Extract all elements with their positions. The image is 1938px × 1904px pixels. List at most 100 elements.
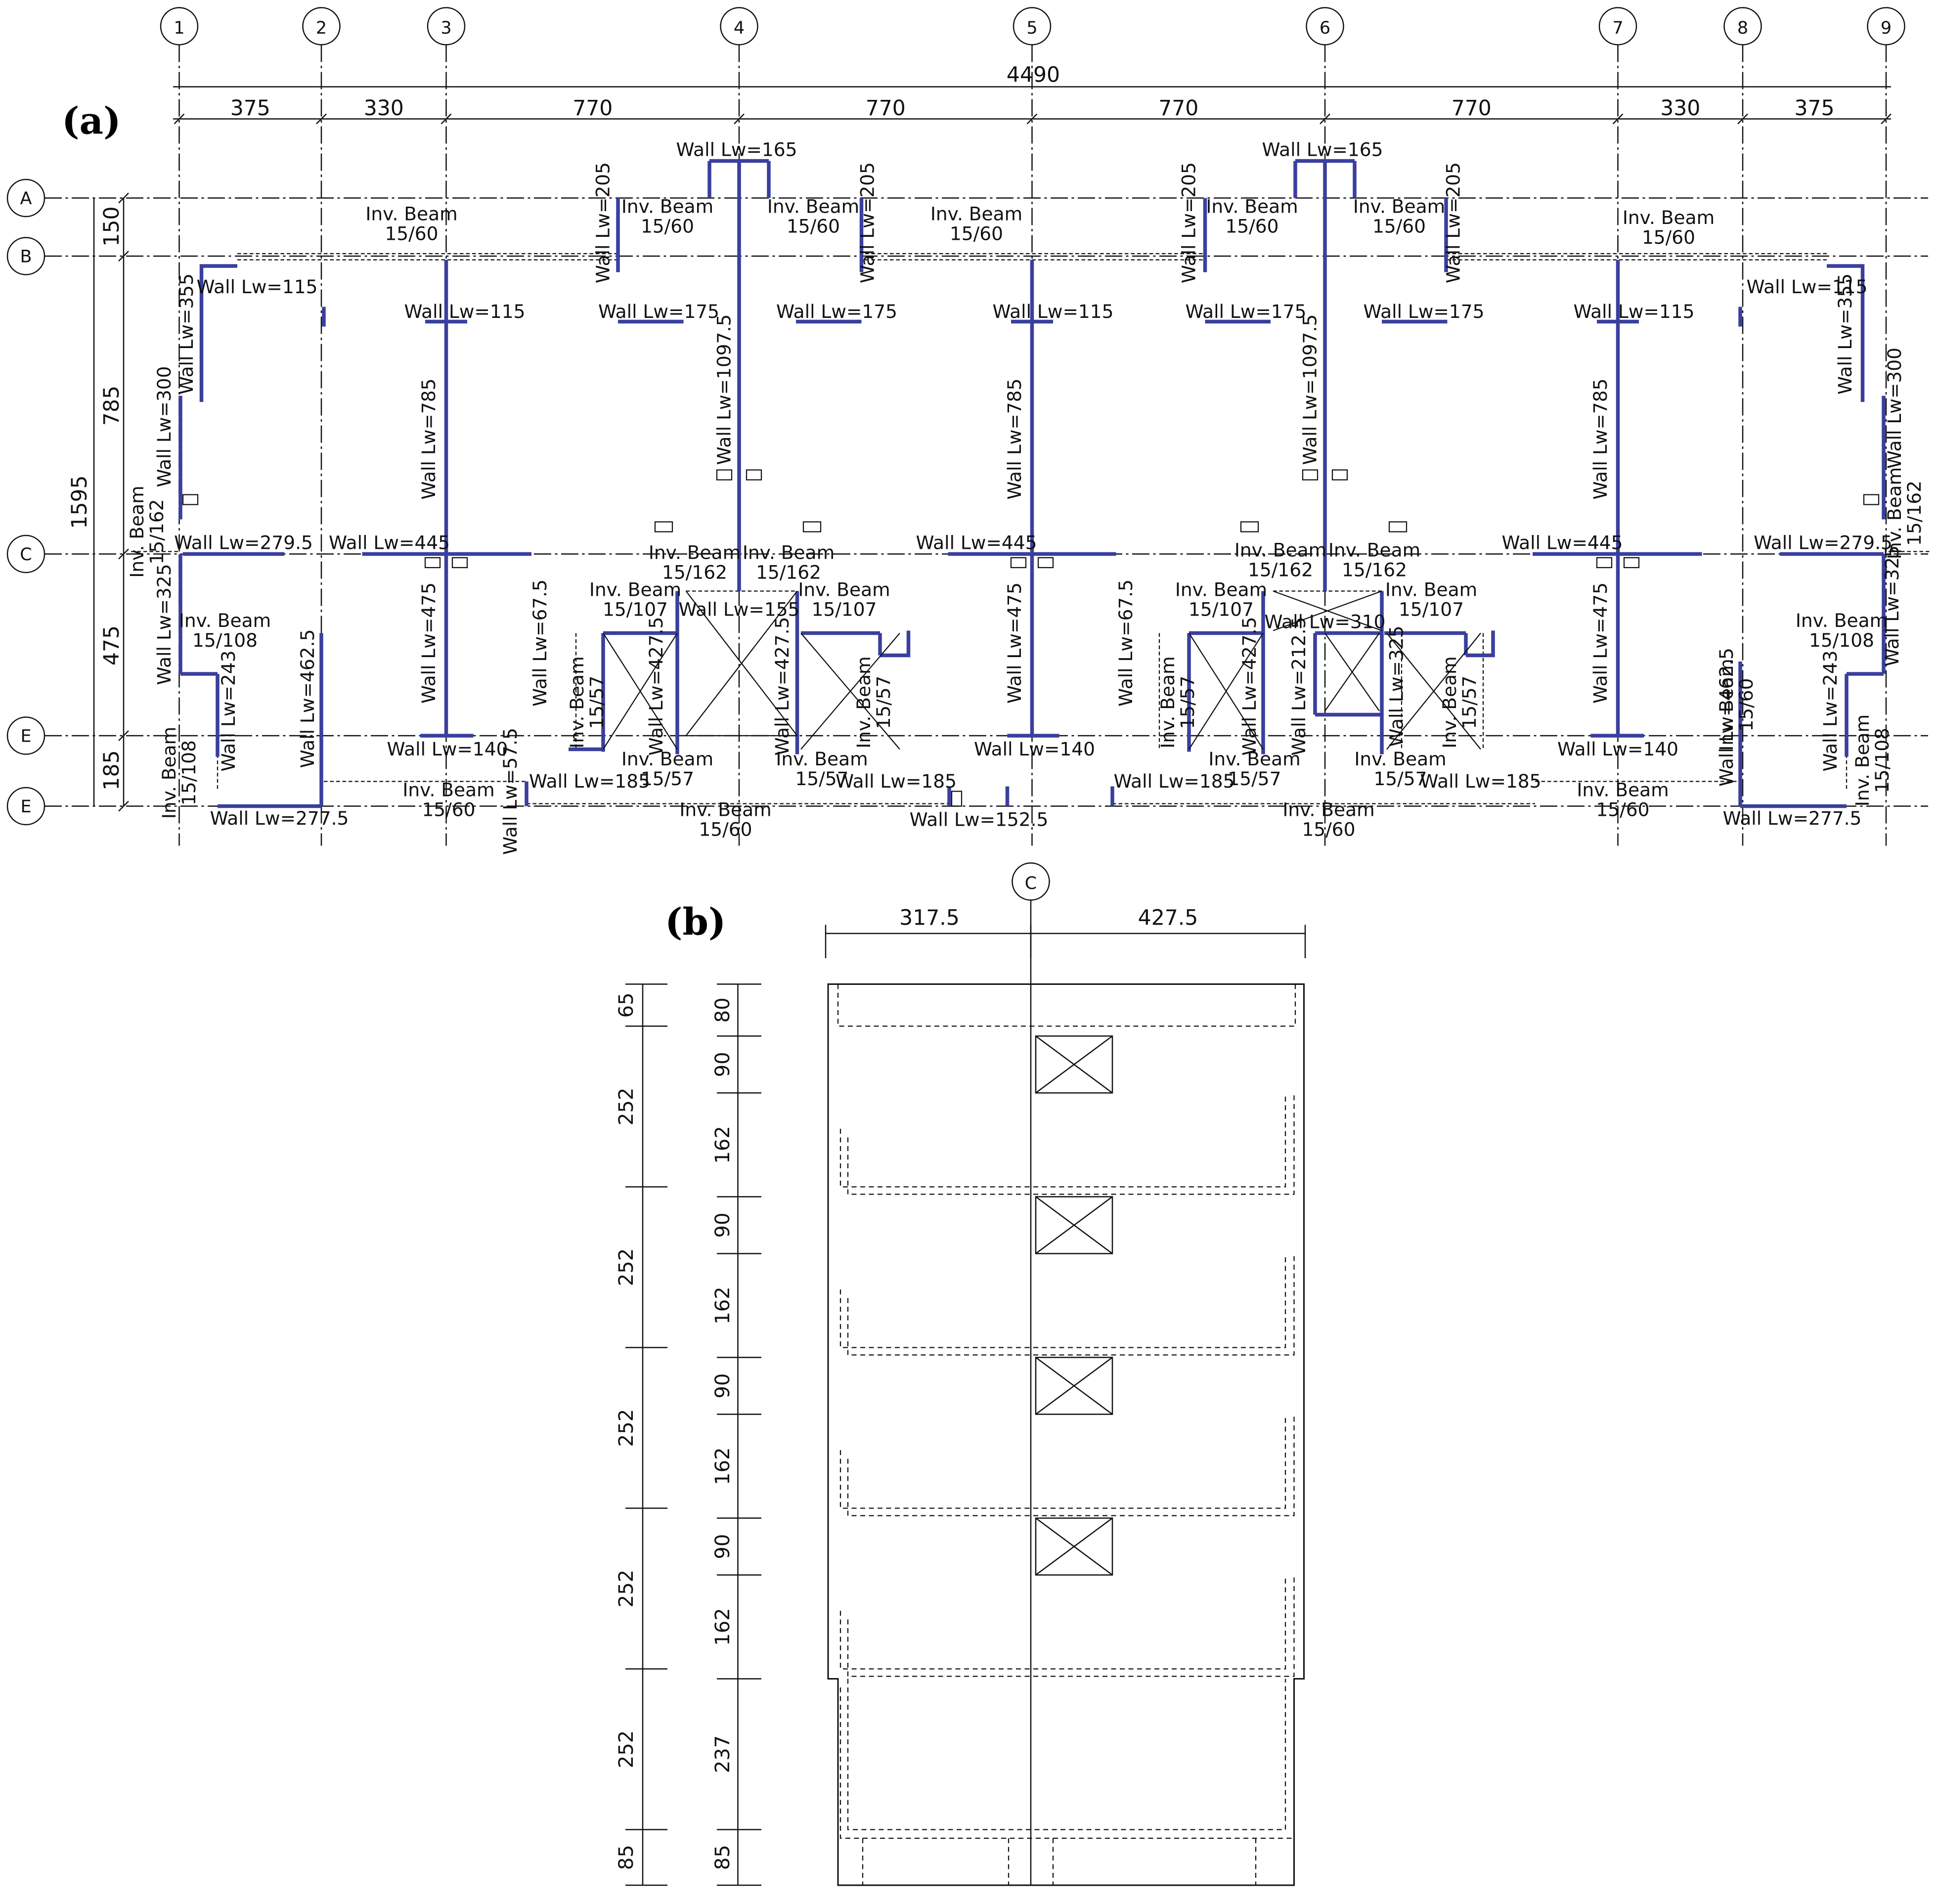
dim-tick — [118, 800, 129, 812]
wall-label: Wall Lw=445 — [916, 532, 1037, 554]
opening-cross — [1035, 1196, 1113, 1254]
wall-label: Wall Lw=1097.5 — [713, 314, 735, 465]
beam-label-line: 15/60 — [1225, 216, 1278, 237]
inner-dimension: 162 — [711, 1447, 734, 1485]
wall-label: Wall Lw=300 — [153, 366, 175, 487]
footing — [862, 1838, 1257, 1885]
wall-label: Wall Lw=445 — [1502, 532, 1623, 554]
grid-bubble — [1598, 7, 1637, 45]
grid-bubble — [6, 787, 45, 826]
floor-slab — [839, 1575, 1286, 1670]
bay-dimension: 330 — [1660, 96, 1700, 121]
grid-label: E — [20, 727, 31, 747]
beam-label-line: Inv. Beam — [1354, 748, 1446, 770]
beam-label-line: 15/162 — [1903, 481, 1925, 546]
grid-bubble — [6, 534, 45, 574]
wall-label: Wall Lw=165 — [676, 139, 797, 161]
grid-bubble — [6, 237, 45, 275]
section-panel-b: (b) C 317.5 427.5 6525225225225225285809… — [615, 862, 1306, 1886]
dim-tick — [1737, 113, 1748, 125]
beam-label-line: 15/60 — [950, 223, 1003, 245]
inner-dimension: 90 — [711, 1213, 734, 1238]
grid-label: 4 — [734, 18, 745, 38]
wall-label: Wall Lw=279.5 — [174, 532, 313, 554]
wall-label: Wall Lw=310 — [1265, 611, 1386, 633]
wall-label: Wall Lw=205 — [857, 162, 879, 283]
grid-label: A — [20, 189, 32, 209]
wall-label: Wall Lw=277.5 — [1723, 807, 1862, 829]
beam-label-line: Inv. Beam — [1716, 659, 1737, 751]
outer-dimension: 252 — [615, 1409, 638, 1447]
beam-label-line: Inv. Beam — [1157, 656, 1179, 748]
beam-label-line: Inv. Beam — [679, 799, 771, 821]
left-dimension: 150 — [100, 206, 124, 246]
opening-box — [1035, 1196, 1113, 1254]
inner-dimension: 162 — [711, 1126, 734, 1163]
top-dim-left: 317.5 — [899, 906, 960, 930]
inner-dimension: 237 — [711, 1735, 734, 1773]
beam-label-line: Inv. Beam — [1439, 656, 1460, 748]
grid-label: 3 — [440, 18, 451, 38]
grid-label: 1 — [174, 18, 184, 38]
bay-dimension: 770 — [1452, 96, 1492, 121]
beam-label-line: Inv. Beam — [1175, 579, 1267, 601]
dim-tick — [118, 548, 129, 560]
beam-label-line: 15/60 — [422, 799, 475, 821]
wall-label: Wall Lw=115 — [197, 276, 318, 298]
roof-slab — [837, 984, 1296, 1027]
wall-label: Wall Lw=185 — [529, 770, 650, 792]
floor-slab — [847, 1093, 1295, 1195]
wall-label: Wall Lw=462.5 — [1716, 648, 1737, 787]
wall-label: Wall Lw=475 — [1004, 582, 1025, 704]
total-dimension: 4490 — [1007, 63, 1060, 88]
wall-label: Wall Lw=155 — [679, 599, 800, 620]
beam-label-line: 15/107 — [1399, 599, 1464, 620]
beam-label-line: Inv. Beam — [179, 610, 271, 631]
grid-bubble — [1013, 7, 1052, 45]
beam-label-line: Inv. Beam — [126, 486, 148, 577]
inner-dimension: 90 — [711, 1052, 734, 1077]
beam-label-line: 15/57 — [1373, 768, 1427, 790]
beam-label-line: 15/108 — [192, 629, 258, 651]
beam-label-line: Inv. Beam — [1234, 539, 1326, 561]
beam-label-line: Inv. Beam — [767, 196, 859, 218]
opening-box — [1035, 1517, 1113, 1576]
wall-label: Wall Lw=165 — [1262, 139, 1383, 161]
beam-label-line: 15/162 — [662, 562, 727, 583]
wall-label: Wall Lw=355 — [176, 273, 197, 395]
bay-dimension: 330 — [364, 96, 404, 121]
beam-label-line: 15/60 — [1596, 799, 1649, 821]
grid-bubble — [1306, 7, 1344, 45]
grid-bubble — [1723, 7, 1762, 45]
beam-label-line: 15/60 — [1735, 678, 1757, 731]
beam-label-line: Inv. Beam — [649, 542, 741, 564]
beam-label-line: Inv. Beam — [621, 196, 713, 218]
beam-label-line: 15/162 — [1342, 559, 1407, 581]
beam-label-line: 15/107 — [812, 599, 877, 620]
floor-slab — [847, 1575, 1295, 1677]
floor-slab — [847, 1253, 1295, 1356]
wall-label: Wall Lw=277.5 — [210, 807, 349, 829]
dim-tick — [118, 251, 129, 262]
beam-label-line: 15/108 — [178, 740, 200, 805]
dim-tick — [1026, 113, 1038, 125]
wall-label: Wall Lw=115 — [404, 301, 526, 322]
beam-label-line: 15/60 — [385, 223, 438, 245]
wall-label: Wall Lw=785 — [1589, 379, 1611, 500]
grid-bubble — [6, 178, 45, 218]
